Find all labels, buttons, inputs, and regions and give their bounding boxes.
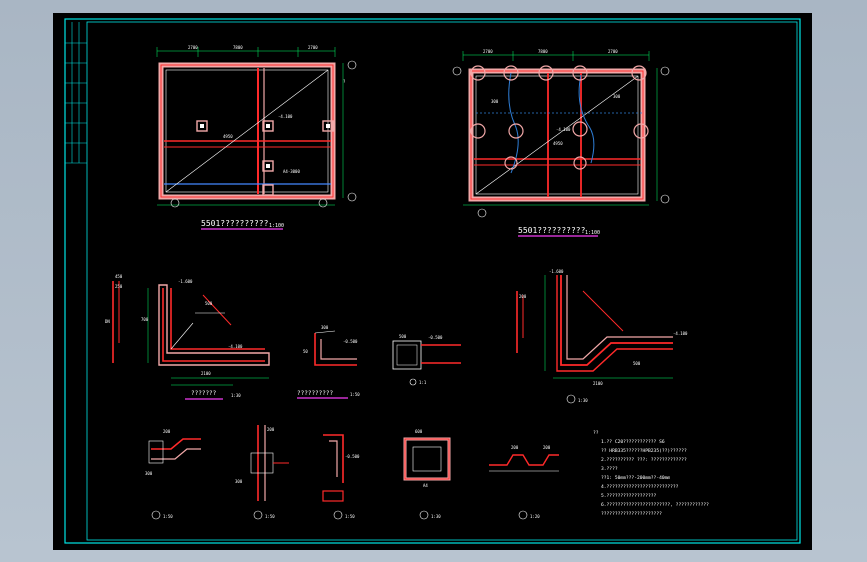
svg-text:500: 500 bbox=[205, 301, 213, 306]
svg-text:500: 500 bbox=[633, 361, 641, 366]
notes-line-4: 3.???? bbox=[601, 466, 618, 472]
svg-text:-4.100: -4.100 bbox=[228, 344, 243, 349]
svg-text:4950: 4950 bbox=[223, 134, 233, 139]
svg-text:700: 700 bbox=[141, 317, 149, 322]
notes-line-1: 1.?? C20???????????? S6 bbox=[601, 439, 665, 445]
notes-line-8: 6.???????????????????????, ???????????? bbox=[601, 502, 709, 508]
bottom-detail-1-scale: 1:50 bbox=[163, 514, 173, 519]
notes-line-3: 2.?????????? ???: ????????????? bbox=[601, 457, 687, 463]
detail-2-title: ?????????? bbox=[297, 390, 334, 397]
left-binding-strip bbox=[65, 22, 87, 164]
svg-text:250: 250 bbox=[115, 284, 123, 289]
detail-2-scale: 1:50 bbox=[350, 392, 360, 397]
bottom-detail-5-scale: 1:20 bbox=[530, 514, 540, 519]
bottom-detail-2-scale: 1:50 bbox=[265, 514, 275, 519]
svg-text:4950: 4950 bbox=[553, 141, 563, 146]
svg-text:300: 300 bbox=[145, 471, 153, 476]
svg-text:DN: DN bbox=[105, 319, 110, 324]
cad-drawing-sheet: -4.100 4950 A4-3000? 2700 7800 2700 5501???… bbox=[64, 18, 801, 544]
svg-text:300: 300 bbox=[321, 325, 329, 330]
plan-right-scale: 1:100 bbox=[585, 230, 600, 236]
plan-left-title: 5501?????????? bbox=[201, 219, 269, 228]
detail-4-scale: 1:30 bbox=[578, 398, 588, 403]
notes-line-9: ?????????????????????? bbox=[601, 511, 662, 517]
svg-text:2700: 2700 bbox=[483, 49, 493, 54]
svg-text:200: 200 bbox=[267, 427, 275, 432]
svg-text:2700: 2700 bbox=[188, 45, 198, 50]
svg-text:?: ? bbox=[343, 79, 346, 84]
svg-text:-1.600: -1.600 bbox=[549, 269, 564, 274]
svg-text:2100: 2100 bbox=[593, 381, 603, 386]
svg-text:200: 200 bbox=[163, 429, 171, 434]
detail-bottom-2[interactable]: 200 300 1:50 bbox=[235, 425, 289, 520]
svg-text:7800: 7800 bbox=[233, 45, 243, 50]
plan-left[interactable]: -4.100 4950 A4-3000? 2700 7800 2700 5501???… bbox=[156, 45, 357, 230]
detail-3-label: 1:1 bbox=[419, 380, 427, 385]
svg-text:500: 500 bbox=[399, 334, 407, 339]
svg-text:-1.600: -1.600 bbox=[178, 279, 193, 284]
svg-text:-4.100: -4.100 bbox=[556, 127, 571, 132]
svg-text:A4: A4 bbox=[423, 483, 428, 488]
detail-1-title: ??????? bbox=[191, 390, 217, 397]
svg-text:-4.100: -4.100 bbox=[278, 114, 293, 119]
cad-drawing-viewport[interactable]: -4.100 4950 A4-3000? 2700 7800 2700 5501???… bbox=[53, 13, 812, 550]
notes-line-6: 4.?????????????????????????? bbox=[601, 484, 679, 490]
svg-text:200: 200 bbox=[519, 294, 527, 299]
notes-line-2: ?? HRB335??????HPB235(??)?????? bbox=[601, 448, 687, 454]
plan-left-scale: 1:100 bbox=[269, 223, 284, 229]
svg-text:2700: 2700 bbox=[608, 49, 618, 54]
svg-text:-0.500: -0.500 bbox=[345, 454, 360, 459]
svg-text:A4-3000: A4-3000 bbox=[283, 169, 300, 174]
plan-right[interactable]: -4.100 4950 300 300 2700 7800 2700 5501?????… bbox=[452, 49, 670, 237]
svg-text:450: 450 bbox=[115, 274, 123, 279]
detail-bottom-5[interactable]: 200 200 1:20 bbox=[489, 445, 559, 520]
sheet-outer-border bbox=[64, 18, 801, 544]
svg-text:50: 50 bbox=[303, 349, 308, 354]
plan-right-title: 5501?????????? bbox=[518, 226, 586, 235]
detail-pit-box[interactable]: 500 -0.500 1:1 bbox=[392, 334, 461, 386]
svg-text:600: 600 bbox=[415, 429, 423, 434]
notes-heading: ?? bbox=[593, 430, 599, 436]
svg-text:2100: 2100 bbox=[201, 371, 211, 376]
design-notes: ?? 1.?? C20???????????? S6 ?? HRB335????… bbox=[593, 430, 709, 517]
svg-text:300: 300 bbox=[235, 479, 243, 484]
svg-text:200: 200 bbox=[543, 445, 551, 450]
svg-text:300: 300 bbox=[491, 99, 499, 104]
detail-bottom-1[interactable]: 200 300 1:50 bbox=[145, 429, 201, 520]
detail-1-scale: 1:30 bbox=[231, 393, 241, 398]
notes-line-7: 5.?????????????????? bbox=[601, 493, 657, 499]
detail-corner-section-2[interactable]: 300 -0.500 50 ?????????? 1:50 bbox=[297, 325, 360, 399]
bottom-detail-4-scale: 1:30 bbox=[431, 514, 441, 519]
sheet-inner-border bbox=[86, 21, 798, 541]
detail-stepped-section[interactable]: 200 -1.600 -4.100 2100 500 1:30 bbox=[516, 269, 688, 404]
detail-bottom-3[interactable]: -0.500 1:50 bbox=[322, 434, 360, 520]
svg-text:-0.500: -0.500 bbox=[343, 339, 358, 344]
bottom-detail-3-scale: 1:50 bbox=[345, 514, 355, 519]
svg-text:300: 300 bbox=[613, 94, 621, 99]
svg-text:-0.500: -0.500 bbox=[428, 335, 443, 340]
svg-text:200: 200 bbox=[511, 445, 519, 450]
svg-text:7800: 7800 bbox=[538, 49, 548, 54]
notes-line-5: ??1: 50mm???-200mm??-40mm bbox=[601, 475, 670, 481]
svg-text:2700: 2700 bbox=[308, 45, 318, 50]
svg-text:-4.100: -4.100 bbox=[673, 331, 688, 336]
